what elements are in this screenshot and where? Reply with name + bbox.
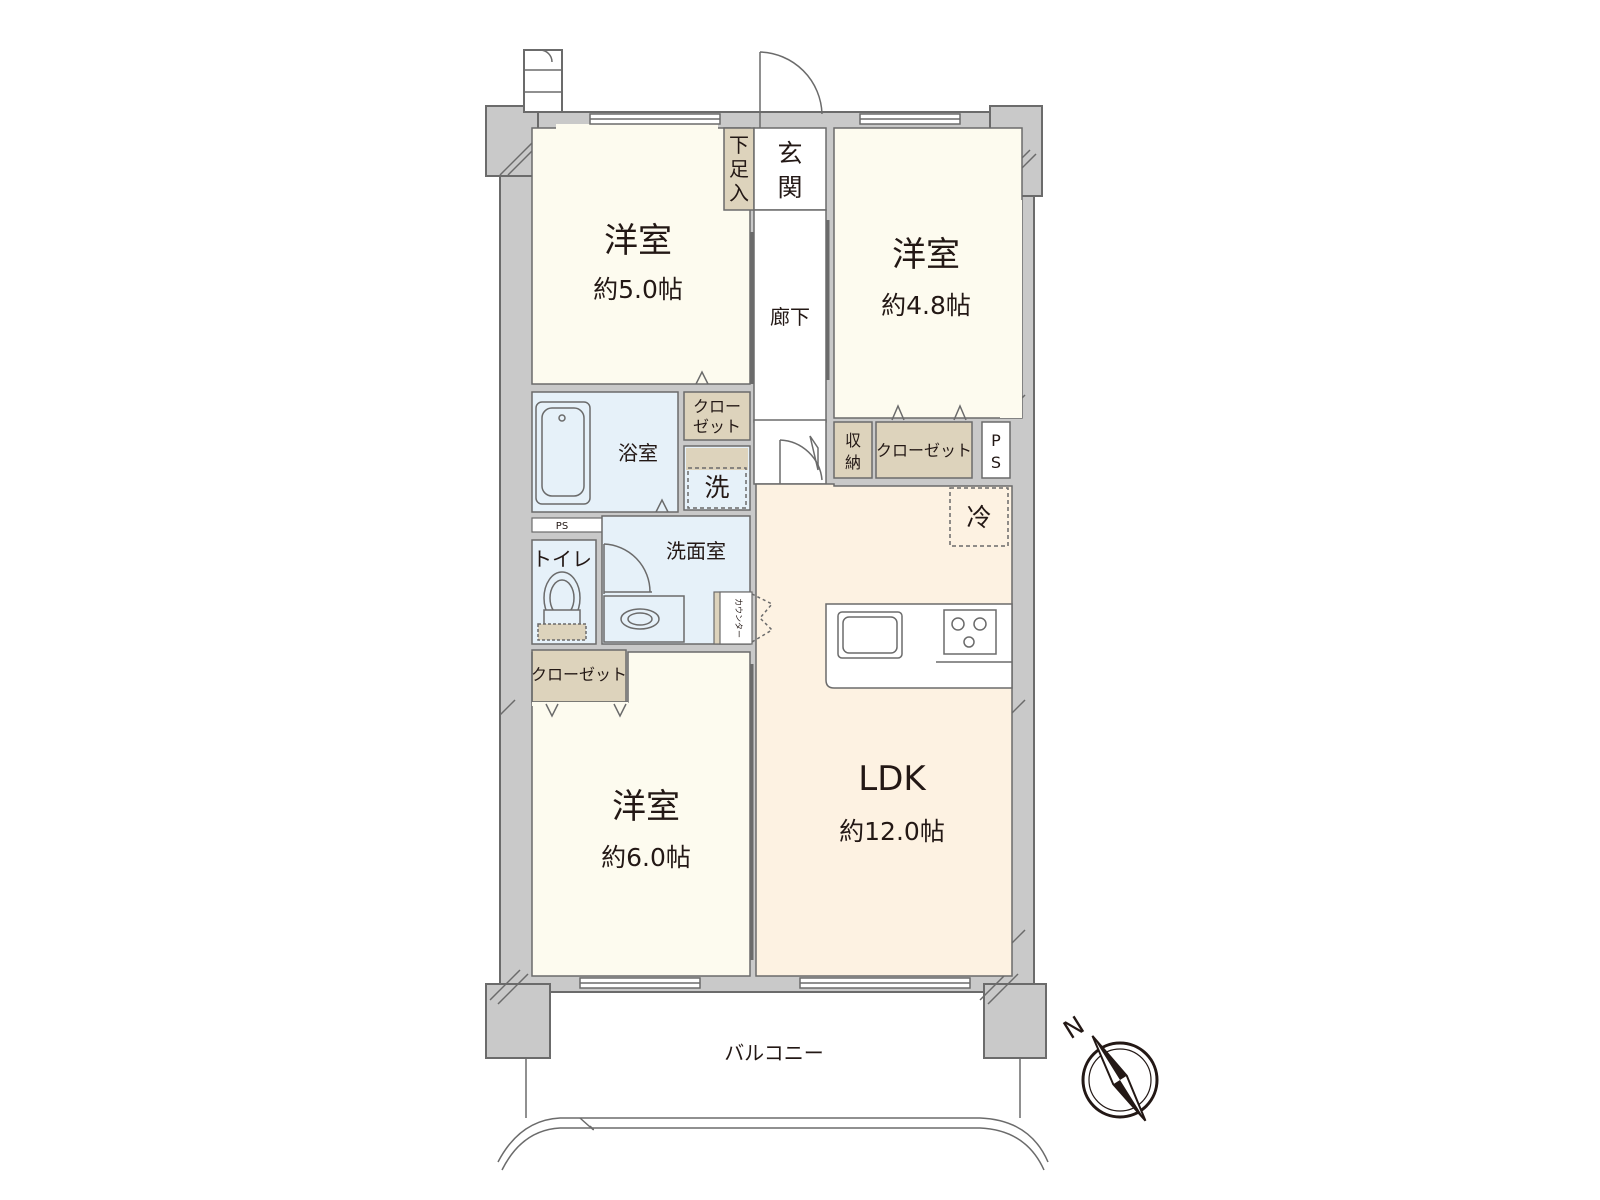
vanity xyxy=(603,595,685,643)
sink-basin xyxy=(620,608,660,630)
pipe-space-right xyxy=(981,421,1011,479)
storage-label: 納 xyxy=(845,453,861,472)
doors xyxy=(545,51,967,960)
shoe-cabinet-label: 下 xyxy=(729,133,749,157)
balcony-label: バルコニー xyxy=(724,1041,824,1065)
closet-label: クローゼット xyxy=(531,665,627,684)
room-area: 約12.0帖 xyxy=(839,817,945,846)
closet-ne xyxy=(875,421,973,479)
closet-label: クローゼット xyxy=(876,441,972,460)
meter-box xyxy=(523,49,563,113)
compass: N xyxy=(1058,1010,1159,1122)
column-nw xyxy=(485,105,539,177)
shoe-cabinet-label: 入 xyxy=(729,181,749,205)
fixtures xyxy=(535,401,1013,689)
compass-north-label: N xyxy=(1058,1010,1089,1045)
windows xyxy=(579,113,971,989)
entrance-label: 関 xyxy=(777,173,802,202)
shoe-cabinet xyxy=(723,127,755,211)
fridge-label: 冷 xyxy=(966,503,991,532)
room-name: 洋室 xyxy=(892,235,960,275)
bathroom-label: 浴室 xyxy=(618,441,658,465)
counter xyxy=(719,591,753,645)
room-area: 約4.8帖 xyxy=(881,291,971,320)
ldk-floor xyxy=(755,483,1013,977)
closet-small xyxy=(683,391,751,441)
balcony-rail xyxy=(497,1117,1049,1163)
closet-label: クロー xyxy=(693,397,741,416)
fridge-space xyxy=(949,487,1009,547)
column-sw xyxy=(485,983,551,1059)
room-western-ne-floor xyxy=(833,127,1023,419)
corridor-floor xyxy=(753,209,827,423)
washer-label: 洗 xyxy=(704,473,729,502)
entrance-label: 玄 xyxy=(777,139,802,168)
column-se xyxy=(983,983,1047,1059)
storage-box xyxy=(833,421,873,479)
room-name: LDK xyxy=(858,759,927,799)
storage-label: 収 xyxy=(845,431,861,450)
ps-label: S xyxy=(991,453,1001,472)
closet-sw xyxy=(531,649,627,703)
room-area: 約6.0帖 xyxy=(601,843,691,872)
ps-label: P xyxy=(991,431,1001,450)
room-name: 洋室 xyxy=(604,221,672,261)
ps-label: PS xyxy=(556,521,568,532)
shoe-cabinet-label: 足 xyxy=(729,157,749,181)
toilet-label: トイレ xyxy=(532,547,592,571)
entrance-door-swing xyxy=(759,51,823,115)
compass-arrow-icon xyxy=(1091,1035,1147,1122)
entrance-floor xyxy=(753,127,827,211)
counter-label: カウンター xyxy=(734,598,743,638)
washroom-label: 洗面室 xyxy=(666,539,726,563)
corridor-label: 廊下 xyxy=(770,305,810,329)
closet-label: ゼット xyxy=(693,417,741,436)
room-name: 洋室 xyxy=(612,787,680,827)
balcony xyxy=(497,1058,1049,1171)
room-area: 約5.0帖 xyxy=(593,275,683,304)
labels: 洋室 約5.0帖 洋室 約4.8帖 洋室 約6.0帖 LDK 約12.0帖 玄 … xyxy=(531,133,1001,1065)
